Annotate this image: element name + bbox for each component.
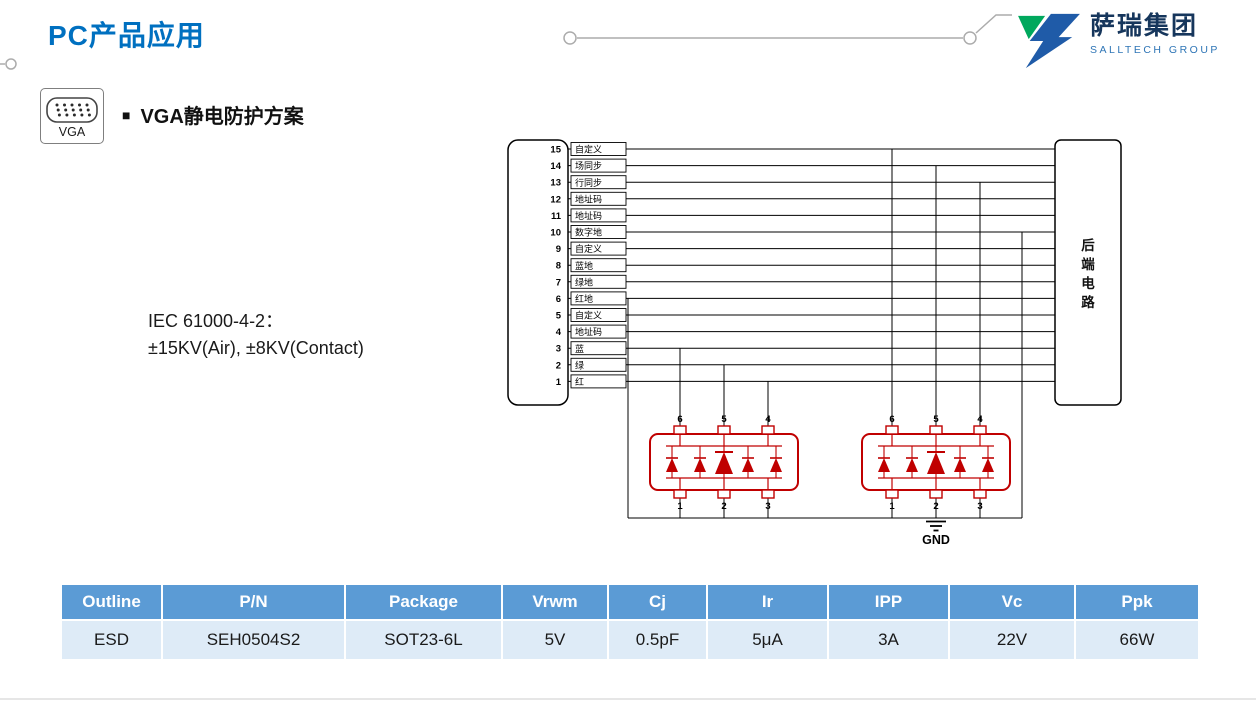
svg-text:2: 2 (721, 501, 726, 512)
svg-text:自定义: 自定义 (575, 243, 602, 254)
table-header-cell: IPP (827, 583, 950, 621)
svg-text:自定义: 自定义 (575, 310, 602, 321)
table-cell: SEH0504S2 (161, 619, 346, 661)
svg-text:4: 4 (556, 327, 562, 338)
section-title: ■ VGA静电防护方案 (122, 100, 304, 129)
logo-company-name: 萨瑞集团 (1090, 12, 1199, 40)
svg-text:蓝地: 蓝地 (575, 260, 593, 271)
svg-text:地址码: 地址码 (575, 326, 602, 337)
svg-text:14: 14 (550, 161, 561, 172)
svg-text:3: 3 (556, 344, 561, 355)
svg-text:地址码: 地址码 (575, 210, 602, 221)
logo-green-triangle (1018, 15, 1046, 40)
svg-text:后: 后 (1081, 237, 1095, 253)
svg-text:1: 1 (677, 501, 683, 512)
svg-text:5: 5 (933, 414, 939, 425)
svg-text:电: 电 (1081, 275, 1095, 291)
table-cell: 66W (1074, 619, 1200, 661)
vga-pin-dots (55, 103, 91, 116)
svg-text:3: 3 (765, 501, 770, 512)
svg-text:蓝: 蓝 (575, 343, 584, 354)
svg-text:11: 11 (551, 211, 562, 222)
logo-mark-icon (1018, 13, 1080, 69)
table-cell: 0.5pF (607, 619, 708, 661)
bullet-square-icon: ■ (122, 106, 131, 123)
svg-text:2: 2 (933, 501, 938, 512)
table-header-cell: Outline (60, 583, 163, 621)
table-header-cell: Cj (607, 583, 708, 621)
table-cell: ESD (60, 619, 163, 661)
svg-text:4: 4 (977, 414, 983, 425)
svg-text:5: 5 (556, 311, 562, 322)
svg-text:12: 12 (550, 194, 561, 205)
svg-text:5: 5 (721, 414, 727, 425)
svg-text:行同步: 行同步 (575, 177, 602, 188)
svg-text:路: 路 (1081, 294, 1095, 310)
table-header-cell: Vc (948, 583, 1076, 621)
table-cell: 5μA (706, 619, 829, 661)
svg-text:6: 6 (889, 414, 894, 425)
svg-text:4: 4 (765, 414, 771, 425)
svg-text:3: 3 (977, 501, 982, 512)
section-title-text: VGA静电防护方案 (140, 106, 304, 128)
vga-connector-badge: VGA (40, 88, 104, 144)
svg-text:场同步: 场同步 (575, 161, 602, 171)
svg-text:9: 9 (556, 244, 561, 255)
table-header-cell: P/N (161, 583, 346, 621)
table-cell: 3A (827, 619, 950, 661)
spec-line-1: IEC 61000-4-2： (148, 311, 284, 331)
page-title: PC产品应用 (48, 20, 205, 51)
esd-spec-text: IEC 61000-4-2： ±15KV(Air), ±8KV(Contact) (148, 308, 364, 362)
svg-text:端: 端 (1081, 256, 1095, 272)
table-cell: SOT23-6L (344, 619, 503, 661)
table-cell: 22V (948, 619, 1076, 661)
vga-badge-label: VGA (58, 124, 86, 139)
table-header-cell: Vrwm (501, 583, 609, 621)
logo-blue-flash (1025, 13, 1080, 69)
svg-text:1: 1 (556, 377, 562, 388)
svg-text:2: 2 (556, 360, 561, 371)
svg-text:6: 6 (677, 414, 682, 425)
table-header-cell: Ppk (1074, 583, 1200, 621)
svg-text:地址码: 地址码 (575, 193, 602, 204)
svg-text:10: 10 (550, 228, 561, 239)
svg-text:7: 7 (556, 277, 561, 288)
svg-text:红地: 红地 (575, 293, 593, 304)
svg-text:6: 6 (556, 294, 561, 305)
svg-text:15: 15 (550, 145, 561, 156)
svg-text:8: 8 (556, 261, 561, 272)
spec-line-2: ±15KV(Air), ±8KV(Contact) (148, 338, 364, 358)
company-logo: 萨瑞集团 SALLTECH GROUP (1016, 12, 1220, 70)
svg-text:绿: 绿 (575, 359, 584, 370)
svg-text:红: 红 (575, 376, 584, 387)
table-header-cell: Package (344, 583, 503, 621)
svg-text:绿地: 绿地 (575, 276, 593, 287)
svg-text:自定义: 自定义 (575, 144, 602, 155)
svg-text:数字地: 数字地 (575, 227, 602, 238)
svg-text:13: 13 (550, 178, 561, 189)
table-header-cell: Ir (706, 583, 829, 621)
svg-text:GND: GND (922, 533, 950, 547)
logo-company-subtitle: SALLTECH GROUP (1090, 43, 1220, 56)
table-cell: 5V (501, 619, 609, 661)
svg-text:1: 1 (889, 501, 895, 512)
bottom-divider (0, 698, 1256, 700)
vga-dsub-icon (46, 96, 98, 123)
logo-text: 萨瑞集团 SALLTECH GROUP (1090, 12, 1220, 56)
